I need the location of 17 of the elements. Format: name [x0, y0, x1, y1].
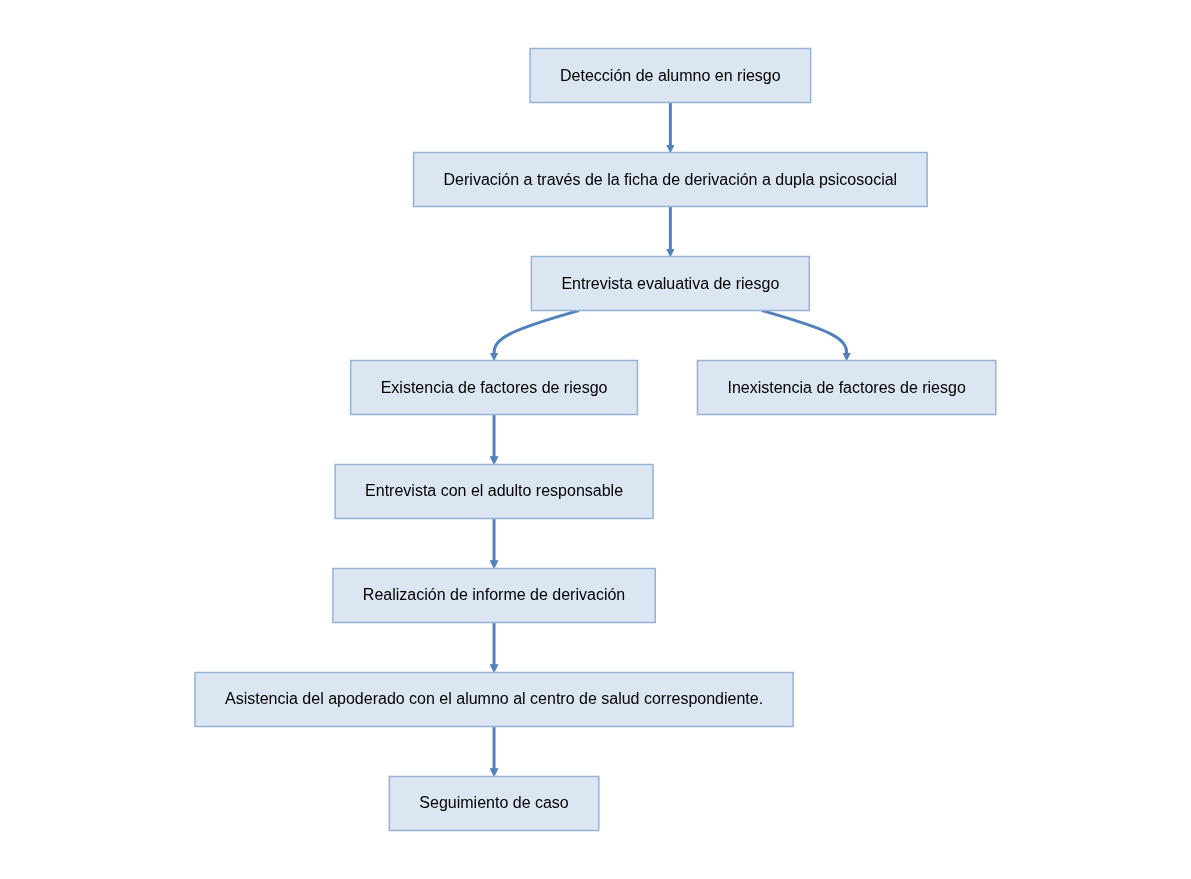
arrow — [489, 309, 580, 361]
node-box: Entrevista con el adulto responsable — [334, 463, 654, 520]
arrow — [489, 726, 499, 777]
arrow — [761, 309, 852, 361]
arrow — [489, 518, 499, 569]
arrow — [666, 102, 675, 153]
node-box: Realización de informe de derivación — [332, 567, 657, 624]
node-box: Derivación a través de la ficha de derivación a dupla psicosocial — [412, 151, 928, 208]
node-box: Asistencia del apoderado con el alumno al centro de salud correspondiente. — [194, 671, 794, 728]
node-box: Existencia de factores de riesgo — [350, 359, 639, 416]
arrow — [489, 414, 499, 465]
node-box: Detección de alumno en riesgo — [529, 47, 812, 104]
node-box: Seguimiento de caso — [388, 775, 600, 832]
arrow — [489, 622, 499, 673]
arrow — [666, 206, 675, 257]
node-box: Entrevista evaluativa de riesgo — [530, 255, 811, 312]
node-box: Inexistencia de factores de riesgo — [696, 359, 997, 416]
